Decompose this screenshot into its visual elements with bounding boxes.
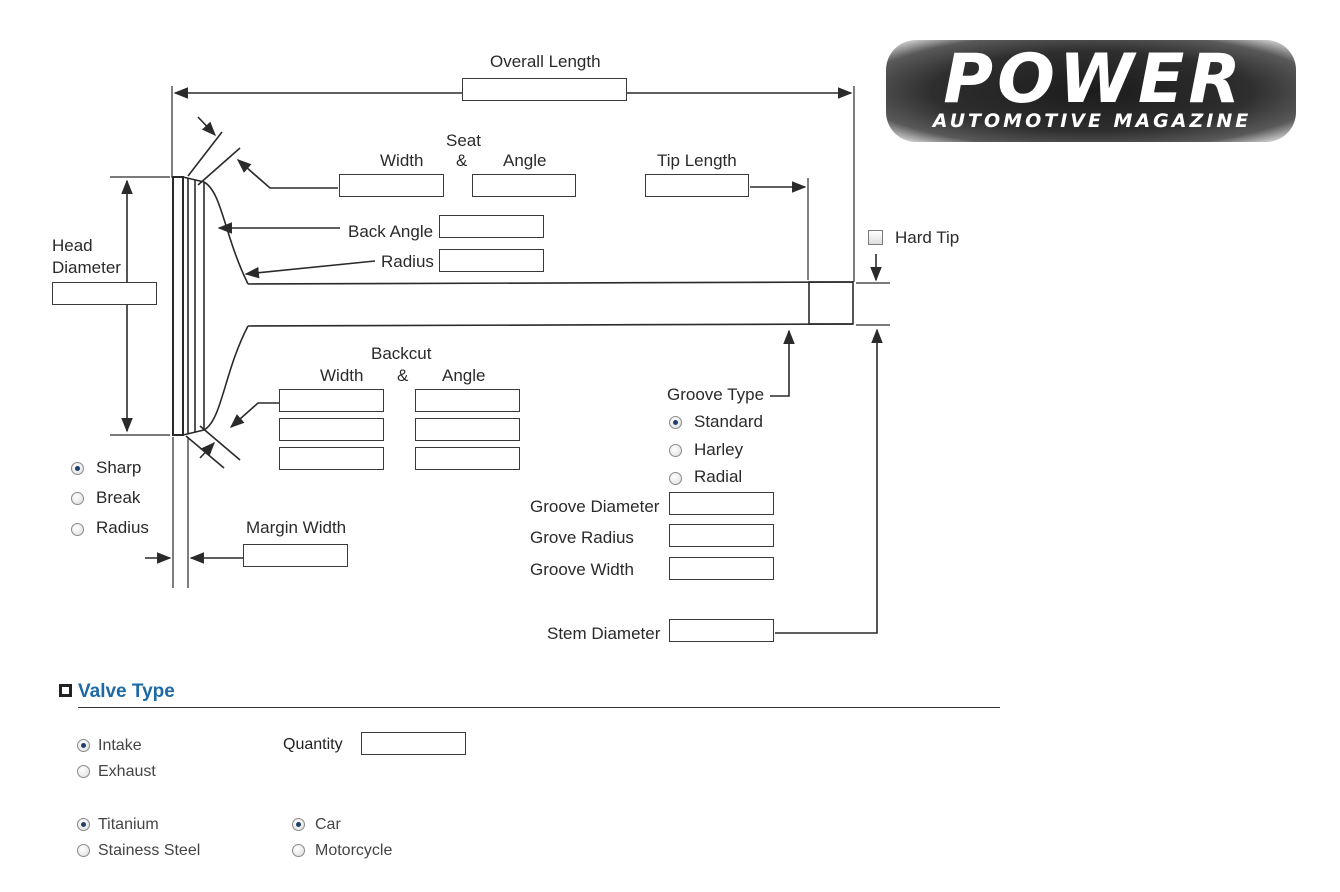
overall-length-label: Overall Length xyxy=(490,52,601,71)
groove-radial-label: Radial xyxy=(694,467,743,486)
groove-type-leader xyxy=(770,329,795,397)
quantity-field[interactable] xyxy=(361,732,466,755)
valve-outline xyxy=(172,176,854,436)
stem-diameter-field[interactable] xyxy=(669,619,774,642)
stem-diameter-leader xyxy=(775,328,883,634)
head-diameter-field[interactable] xyxy=(52,282,157,305)
backcut-ampersand: & xyxy=(397,366,409,385)
groove-harley-label: Harley xyxy=(694,440,744,459)
valve-type-title: Valve Type xyxy=(78,681,175,702)
backcut-angle-field-2[interactable] xyxy=(415,418,520,441)
motorcycle-label: Motorcycle xyxy=(315,842,393,859)
backcut-label: Backcut xyxy=(371,344,432,363)
backcut-angle-label: Angle xyxy=(442,366,486,385)
hard-tip-checkbox[interactable] xyxy=(868,230,883,245)
margin-radius-radio[interactable] xyxy=(71,523,84,536)
backcut-width-field-1[interactable] xyxy=(279,389,384,412)
seat-leader xyxy=(236,159,338,189)
exhaust-radio[interactable] xyxy=(77,765,90,778)
margin-width-field[interactable] xyxy=(243,544,348,567)
seat-label: Seat xyxy=(446,131,481,150)
margin-sharp-label: Sharp xyxy=(96,458,142,477)
backcut-width-field-2[interactable] xyxy=(279,418,384,441)
margin-break-label: Break xyxy=(96,488,141,507)
seat-width-field[interactable] xyxy=(339,174,444,197)
tip-length-field[interactable] xyxy=(645,174,749,197)
groove-type-label: Groove Type xyxy=(667,385,765,404)
intake-radio[interactable] xyxy=(77,739,90,752)
logo-text: POWER xyxy=(943,40,1245,119)
margin-width-label: Margin Width xyxy=(246,518,347,537)
groove-radial-radio[interactable] xyxy=(669,472,682,485)
stainless-steel-radio[interactable] xyxy=(77,844,90,857)
seat-angle-label: Angle xyxy=(503,151,547,170)
head-label: Head xyxy=(52,236,93,255)
collapse-icon[interactable] xyxy=(59,684,72,697)
seat-ampersand: & xyxy=(456,151,468,170)
grove-radius-field[interactable] xyxy=(669,524,774,547)
logo-subtitle: AUTOMOTIVE MAGAZINE xyxy=(932,110,1252,132)
seat-angle-field[interactable] xyxy=(472,174,576,197)
grove-radius-label: Grove Radius xyxy=(530,528,634,547)
stem-diameter-label: Stem Diameter xyxy=(547,624,661,643)
groove-standard-label: Standard xyxy=(694,412,763,431)
margin-break-radio[interactable] xyxy=(71,492,84,505)
groove-diameter-label: Groove Diameter xyxy=(530,497,660,516)
car-radio[interactable] xyxy=(292,818,305,831)
quantity-label: Quantity xyxy=(283,736,343,753)
seat-width-label: Width xyxy=(380,151,424,170)
section-divider xyxy=(78,707,1000,708)
car-label: Car xyxy=(315,816,341,833)
overall-length-field[interactable] xyxy=(462,78,627,101)
intake-label: Intake xyxy=(98,737,142,754)
backcut-width-field-3[interactable] xyxy=(279,447,384,470)
backcut-angle-field-1[interactable] xyxy=(415,389,520,412)
margin-radius-label: Radius xyxy=(96,518,149,537)
exhaust-label: Exhaust xyxy=(98,763,156,780)
margin-sharp-radio[interactable] xyxy=(71,462,84,475)
power-logo xyxy=(886,40,1296,142)
stainless-steel-label: Stainess Steel xyxy=(98,842,201,859)
groove-harley-radio[interactable] xyxy=(669,444,682,457)
titanium-radio[interactable] xyxy=(77,818,90,831)
groove-standard-radio[interactable] xyxy=(669,416,682,429)
hard-tip-label: Hard Tip xyxy=(895,228,960,247)
backcut-width-label: Width xyxy=(320,366,364,385)
radius-label: Radius xyxy=(381,252,434,271)
titanium-label: Titanium xyxy=(98,816,159,833)
tip-length-label: Tip Length xyxy=(657,151,737,170)
groove-width-label: Groove Width xyxy=(530,560,634,579)
groove-diameter-field[interactable] xyxy=(669,492,774,515)
diameter-label: Diameter xyxy=(52,258,121,277)
back-angle-label: Back Angle xyxy=(348,222,434,241)
backcut-angle-field-3[interactable] xyxy=(415,447,520,470)
radius-field[interactable] xyxy=(439,249,544,272)
back-angle-field[interactable] xyxy=(439,215,544,238)
groove-width-field[interactable] xyxy=(669,557,774,580)
motorcycle-radio[interactable] xyxy=(292,844,305,857)
